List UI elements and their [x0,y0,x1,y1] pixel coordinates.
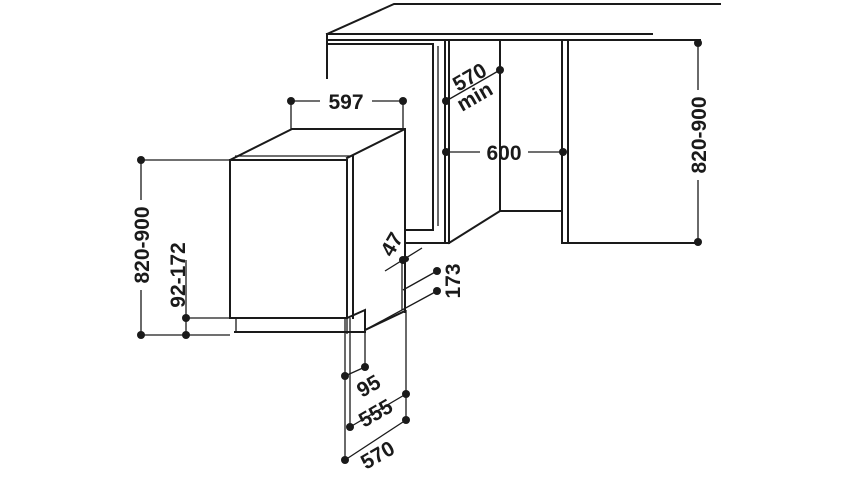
dishwasher [228,128,407,334]
dim-appliance-width: 597 [328,91,363,114]
kitchen-cabinet [325,3,721,245]
dim-niche-width: 600 [486,142,521,165]
dim-niche-height: 820-900 [688,96,711,173]
dim-body-depth: 555 [355,395,397,433]
dimension-lines [137,39,702,464]
dim-foot-height: 173 [442,263,465,298]
dim-total-depth: 570 [357,437,399,474]
dim-plinth-height: 92-172 [167,242,190,307]
dim-appliance-height: 820-900 [131,206,154,283]
dimension-labels: 597 600 570 min 820-900 820-900 92-172 4… [131,59,711,474]
dim-door-offset: 47 [376,229,408,261]
